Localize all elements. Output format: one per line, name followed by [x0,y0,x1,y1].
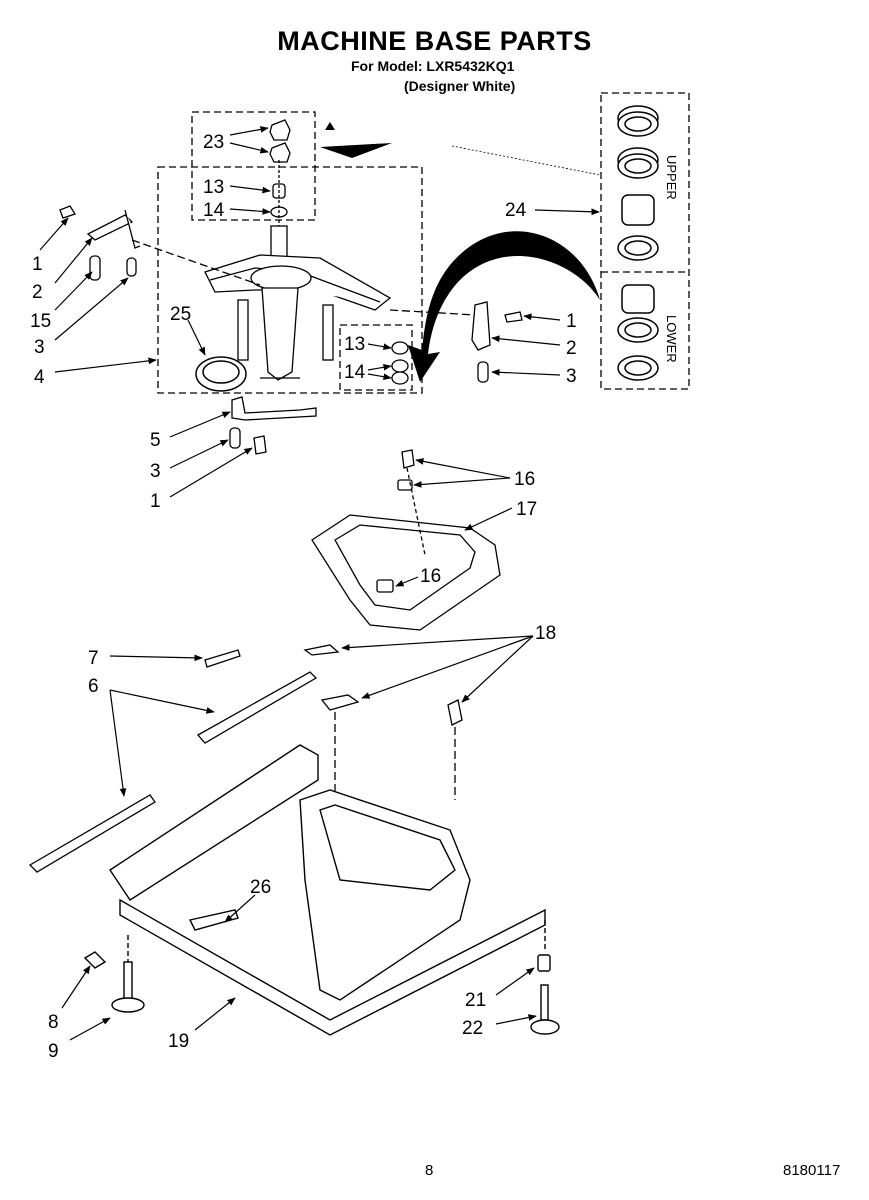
callout-24: 24 [505,200,527,221]
leader-arrows [39,126,600,1041]
callout-15: 15 [30,311,51,332]
inset-upper-label: UPPER [664,155,679,200]
leveling-feet [83,951,560,1035]
callout-26: 26 [250,877,271,898]
callout-8: 8 [48,1012,59,1033]
lower-bearing-parts [391,341,409,385]
callout-1-lower: 1 [150,491,161,512]
upper-bearing-parts [269,119,291,228]
callout-3-left: 3 [34,337,45,358]
callout-1-left: 1 [32,254,43,275]
bearing-kit-inset [600,92,690,390]
frame-17 [311,449,501,631]
callout-1-right: 1 [566,311,577,332]
callout-labels: 1 2 15 3 4 23 13 14 25 24 1 2 3 13 14 5 … [30,132,577,1062]
upper-bearing-box [191,111,316,221]
inset-lower-label: LOWER [664,315,679,363]
color-line: (Designer White) [404,78,516,94]
callout-13-lower: 13 [344,334,365,355]
callout-3-right: 3 [566,366,577,387]
machine-base-19 [109,744,546,1036]
upper-pointer-arrow [320,143,392,158]
transmission-group-box [157,166,423,394]
left-bracket-parts [59,205,261,286]
callout-23: 23 [203,132,224,153]
inset-bearings [617,105,659,381]
callout-6: 6 [88,676,99,697]
callout-18: 18 [535,623,556,644]
callout-19: 19 [168,1031,189,1052]
callout-22: 22 [462,1018,483,1039]
spring-and-brackets [28,644,463,873]
callout-5: 5 [150,430,161,451]
callout-3-lower: 3 [150,461,161,482]
callout-16-lower: 16 [420,566,441,587]
callout-2-left: 2 [32,282,43,303]
callout-7: 7 [88,648,99,669]
big-curved-arrow [408,231,600,382]
callout-4: 4 [34,367,45,388]
page-number: 8 [425,1162,434,1179]
inset-leader [451,145,601,176]
seal-25 [195,356,247,392]
dashed-group-boxes [157,92,690,394]
lower-bearing-box [339,324,413,391]
callout-16-upper: 16 [514,469,535,490]
callout-25: 25 [170,304,191,325]
callout-14-upper: 14 [203,200,225,221]
right-bracket-parts [389,301,523,383]
transmission-assembly [204,225,392,381]
callout-14-lower: 14 [344,362,366,383]
small-triangle-mark [325,122,335,130]
callout-13-upper: 13 [203,177,224,198]
callout-2-right: 2 [566,338,577,359]
model-line: For Model: LXR5432KQ1 [351,58,515,74]
callout-21: 21 [465,990,486,1011]
callout-17: 17 [516,499,537,520]
callout-9: 9 [48,1041,59,1062]
page-title: MACHINE BASE PARTS [277,26,592,56]
document-number: 8180117 [783,1162,841,1179]
lower-bracket-parts [229,396,317,455]
